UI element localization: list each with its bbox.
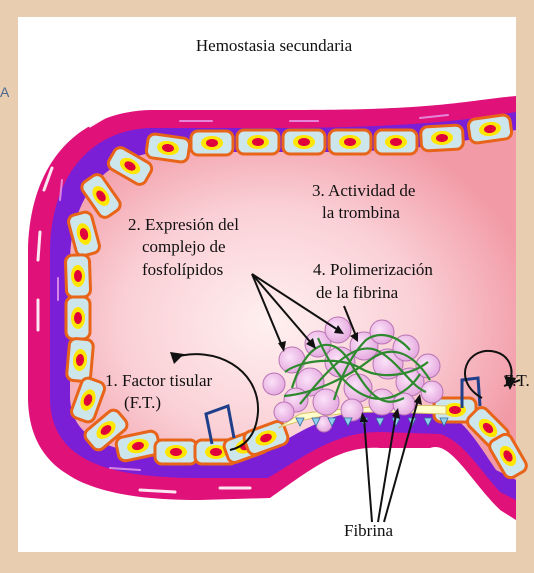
platelet xyxy=(263,373,285,395)
endothelial-cell xyxy=(66,297,90,339)
label-expresion-3: fosfolípidos xyxy=(142,260,223,279)
endothelial-cell xyxy=(191,131,233,155)
diagram-title: Hemostasia secundaria xyxy=(196,36,353,55)
platelet xyxy=(274,402,294,422)
label-factor-tisular-1: 1. Factor tisular xyxy=(105,371,213,390)
label-factor-tisular-2: (F.T.) xyxy=(124,393,161,412)
label-polimerizacion-2: de la fibrina xyxy=(316,283,399,302)
endothelial-cell xyxy=(146,133,191,163)
label-expresion-1: 2. Expresión del xyxy=(128,215,239,234)
platelet xyxy=(279,347,305,373)
endothelial-cell xyxy=(237,130,279,154)
endothelial-cell xyxy=(66,338,94,382)
endothelial-cell xyxy=(420,125,463,151)
endothelial-cell xyxy=(283,130,325,154)
endothelial-cell xyxy=(65,255,90,298)
label-polimerizacion-1: 4. Polimerización xyxy=(313,260,433,279)
label-ft-right: F.T. xyxy=(504,371,530,390)
platelet xyxy=(370,320,394,344)
endothelial-cell xyxy=(329,130,371,154)
endothelial-cell xyxy=(468,114,513,144)
label-trombina-1: 3. Actividad de xyxy=(312,181,415,200)
endothelial-cell xyxy=(155,440,197,464)
label-fibrina: Fibrina xyxy=(344,521,394,540)
label-expresion-2: complejo de xyxy=(142,237,226,256)
label-trombina-2: la trombina xyxy=(322,203,400,222)
endothelial-cell xyxy=(375,130,417,154)
